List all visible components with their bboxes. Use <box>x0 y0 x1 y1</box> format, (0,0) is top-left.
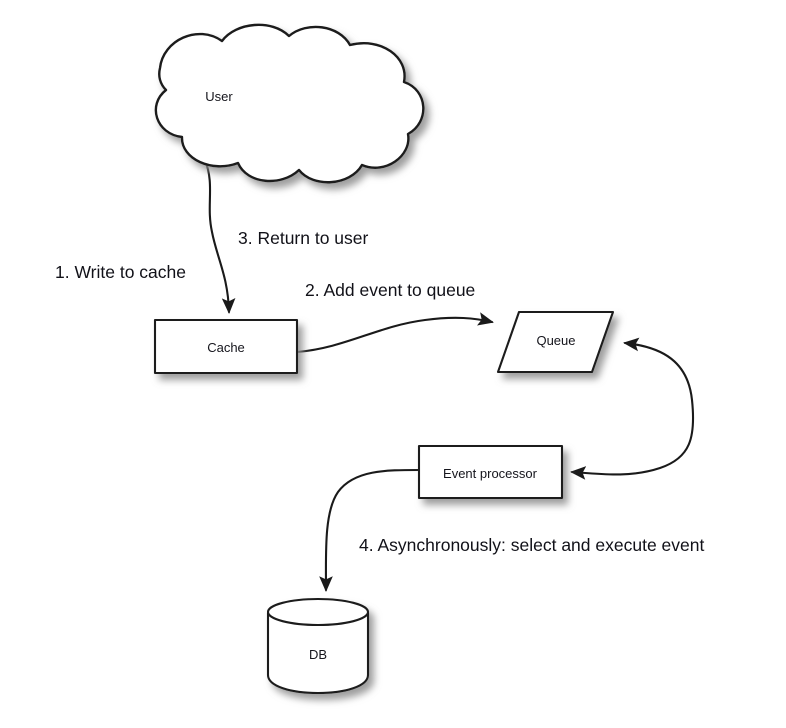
node-cache[interactable]: Cache <box>153 318 299 375</box>
edge-queue-event-processor <box>570 337 695 480</box>
step-label-1: 1. Write to cache <box>55 262 186 282</box>
node-queue[interactable]: Queue <box>496 310 615 374</box>
edge-cache-to-queue <box>295 312 494 354</box>
step-label-3: 3. Return to user <box>238 228 369 248</box>
node-queue-label: Queue <box>536 333 575 348</box>
node-event-processor-label: Event processor <box>443 466 538 481</box>
node-event-processor[interactable]: Event processor <box>417 444 564 500</box>
edge-user-to-cache <box>203 158 236 314</box>
node-user-label: User <box>205 89 233 104</box>
edge-event-processor-to-db <box>319 468 421 592</box>
node-db-label: DB <box>309 647 327 662</box>
node-cache-label: Cache <box>207 340 245 355</box>
step-label-2: 2. Add event to queue <box>305 280 475 300</box>
step-label-4: 4. Asynchronously: select and execute ev… <box>359 535 704 555</box>
node-user[interactable]: User <box>154 23 425 184</box>
node-db[interactable]: DB <box>266 597 370 695</box>
